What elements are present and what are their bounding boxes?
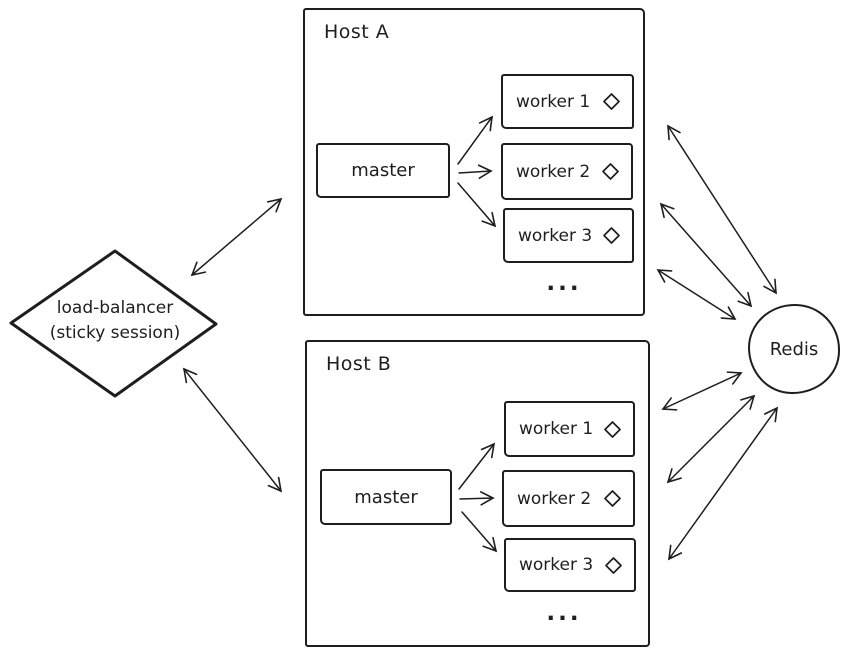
host-b-worker-3-box: worker 3	[504, 538, 636, 592]
arrow-master-b-worker-1	[458, 442, 496, 490]
host-b-worker-2-box: worker 2	[502, 470, 635, 527]
host-b-worker-2-label: worker 2	[517, 488, 592, 509]
host-a-box: Host A	[303, 8, 645, 316]
diamond-icon	[603, 227, 620, 244]
host-a-worker-3-label: worker 3	[518, 225, 593, 246]
host-b-worker-1-label: worker 1	[519, 419, 594, 439]
arrow-worker-b1-redis	[661, 371, 743, 411]
diamond-icon	[605, 556, 622, 574]
arrow-master-a-worker-3	[457, 182, 497, 228]
arrow-worker-b3-redis	[668, 406, 778, 561]
host-a-worker-2-box: worker 2	[501, 143, 633, 200]
host-b-title: Host B	[326, 353, 392, 375]
redis-label: Redis	[769, 338, 819, 360]
arrow-lb-host-b	[182, 367, 283, 493]
arrow-lb-host-a	[190, 197, 283, 277]
host-a-master-box: master	[316, 143, 450, 198]
load-balancer-label: load-balancer (sticky session)	[10, 296, 220, 345]
host-a-title: Host A	[324, 21, 390, 43]
host-b-master-label: master	[354, 486, 418, 508]
load-balancer-label-line2: (sticky session)	[49, 322, 181, 343]
load-balancer-label-line1: load-balancer	[56, 298, 174, 318]
host-b-worker-1-box: worker 1	[504, 401, 635, 457]
host-a-ellipsis: ...	[546, 270, 582, 296]
arrow-master-a-worker-1	[457, 115, 493, 165]
diamond-icon	[604, 490, 621, 507]
diamond-icon	[602, 163, 619, 180]
redis-circle: Redis	[748, 304, 840, 394]
host-b-box: Host B	[305, 340, 650, 647]
arrow-master-a-worker-2	[458, 164, 493, 180]
host-a-worker-1-label: worker 1	[516, 91, 591, 112]
arrow-master-b-worker-3	[461, 511, 498, 553]
arrow-worker-a2-redis	[659, 202, 753, 308]
host-b-master-box: master	[320, 469, 452, 525]
arrow-worker-a1-redis	[667, 124, 777, 295]
arrow-master-b-worker-2	[459, 491, 495, 506]
diamond-icon	[603, 93, 620, 110]
host-a-worker-3-box: worker 3	[503, 208, 634, 263]
load-balancer-diamond	[9, 249, 218, 398]
arrow-worker-a3-redis	[656, 269, 737, 320]
host-b-worker-3-label: worker 3	[519, 555, 594, 575]
host-a-master-label: master	[351, 160, 415, 181]
diamond-icon	[604, 420, 621, 438]
host-a-worker-1-box: worker 1	[501, 74, 634, 129]
arrow-worker-b2-redis	[666, 394, 756, 484]
host-a-worker-2-label: worker 2	[516, 161, 591, 182]
host-b-ellipsis: ...	[546, 600, 582, 626]
